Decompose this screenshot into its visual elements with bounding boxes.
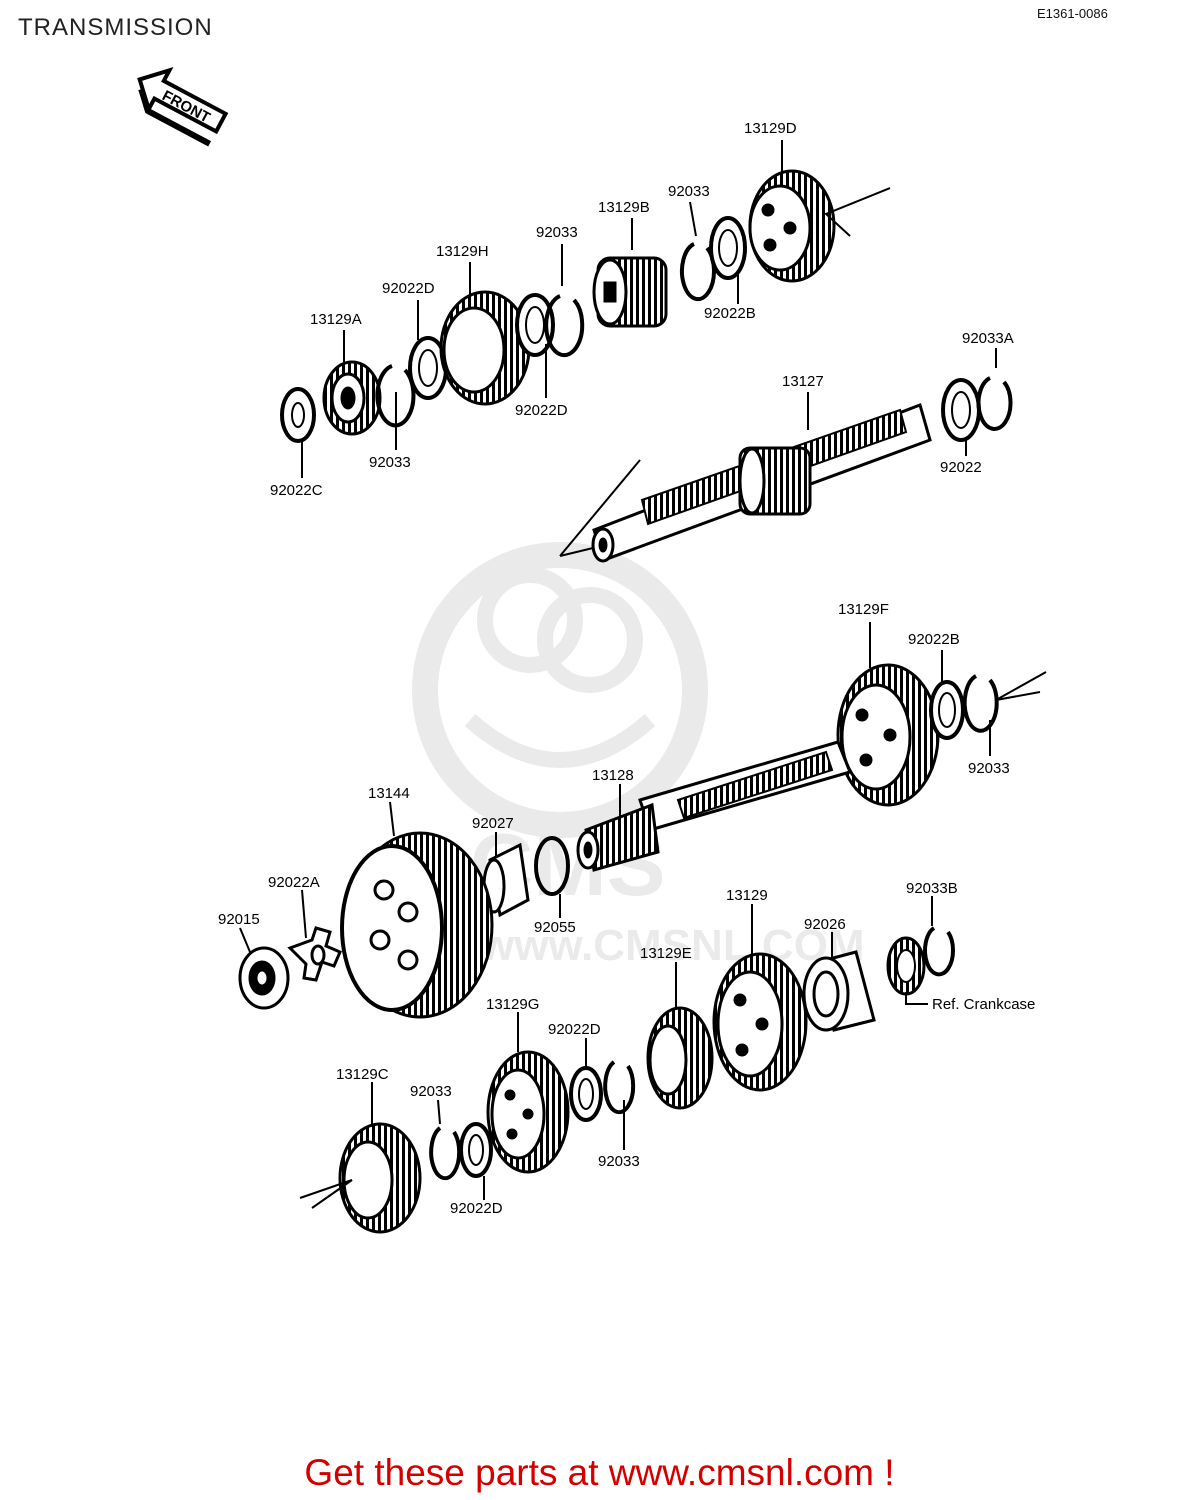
shaft-13128 — [576, 740, 853, 872]
gear-13129 — [712, 952, 808, 1092]
lockwasher-92022A — [287, 926, 342, 982]
axis-arrow-lower-right — [995, 671, 1047, 701]
label-92022C: 92022C — [270, 482, 323, 499]
gear-13129A — [322, 360, 382, 436]
reference-note: Ref. Crankcase — [932, 996, 1035, 1013]
clutch-housing-13144 — [340, 831, 494, 1019]
front-arrow-icon: FRONT — [137, 67, 229, 147]
washer-92022D-upper-a — [408, 336, 448, 400]
label-92033B: 92033B — [906, 880, 958, 897]
label-92022B: 92022B — [908, 631, 960, 648]
gear-13129D — [748, 169, 836, 283]
bearing-92026 — [802, 950, 876, 1032]
label-13129E: 13129E — [640, 945, 692, 962]
label-92033: 92033 — [598, 1153, 640, 1170]
label-92022D: 92022D — [450, 1200, 503, 1217]
label-92026: 92026 — [804, 916, 846, 933]
label-92022D: 92022D — [382, 280, 435, 297]
label-13129B: 13129B — [598, 199, 650, 216]
label-92022A: 92022A — [268, 874, 320, 891]
washer-92022B-lower — [929, 680, 965, 740]
axis-arrow-lower-left — [299, 1179, 353, 1209]
label-92033: 92033 — [968, 760, 1010, 777]
label-92033: 92033 — [410, 1083, 452, 1100]
label-13129: 13129 — [726, 887, 768, 904]
label-13144: 13144 — [368, 785, 410, 802]
oring-92055 — [534, 836, 570, 896]
label-13129H: 13129H — [436, 243, 489, 260]
label-92022B: 92022B — [704, 305, 756, 322]
washer-92022D-lower-b — [459, 1122, 493, 1178]
label-92027: 92027 — [472, 815, 514, 832]
label-13129D: 13129D — [744, 120, 797, 137]
circlip-92033-upper-a — [375, 364, 416, 428]
label-92033: 92033 — [369, 454, 411, 471]
washer-92022 — [941, 378, 981, 442]
circlip-92033-lower-c — [429, 1126, 462, 1181]
circlip-92033-lower-a — [962, 674, 999, 733]
circlip-92033-lower-b — [603, 1060, 636, 1115]
label-92022D: 92022D — [515, 402, 568, 419]
label-92055: 92055 — [534, 919, 576, 936]
gear-13129F — [836, 663, 940, 807]
label-13129G: 13129G — [486, 996, 539, 1013]
gear-13129E — [646, 1006, 714, 1110]
circlip-92033A — [976, 376, 1013, 431]
washer-92022D-upper-b — [515, 293, 555, 357]
washer-92022D-lower-a — [569, 1066, 603, 1122]
label-92015: 92015 — [218, 911, 260, 928]
label-92033A: 92033A — [962, 330, 1014, 347]
gear-13129G — [486, 1050, 570, 1174]
nut-92015 — [238, 946, 290, 1010]
circlip-92033-upper-b — [544, 294, 585, 358]
label-92033: 92033 — [536, 224, 578, 241]
label-92022D: 92022D — [548, 1021, 601, 1038]
label-92033: 92033 — [668, 183, 710, 200]
label-13127: 13127 — [782, 373, 824, 390]
gear-13129H — [439, 290, 531, 406]
footer-link-text[interactable]: Get these parts at www.cmsnl.com ! — [304, 1452, 895, 1493]
drawing-code: E1361-0086 — [1037, 6, 1108, 21]
gear-13129B — [592, 256, 668, 328]
svg-text:www.CMSNL.COM: www.CMSNL.COM — [479, 921, 865, 970]
circlip-92033B — [923, 926, 956, 977]
label-13128: 13128 — [592, 767, 634, 784]
shaft-13127 — [559, 403, 932, 563]
leader-lines — [239, 140, 997, 1200]
washer-92022B-upper — [709, 216, 747, 280]
page-title: TRANSMISSION — [18, 14, 213, 41]
needle-bearing — [886, 936, 926, 996]
axis-arrow-upper — [824, 187, 891, 237]
gear-13129C — [338, 1122, 422, 1234]
part-labels: 13129D 92033 13129B 92033 13129H 92022D … — [218, 120, 1035, 1217]
label-13129A: 13129A — [310, 311, 362, 328]
washer-92022C — [280, 387, 316, 443]
label-13129C: 13129C — [336, 1066, 389, 1083]
label-13129F: 13129F — [838, 601, 889, 618]
label-92022: 92022 — [940, 459, 982, 476]
